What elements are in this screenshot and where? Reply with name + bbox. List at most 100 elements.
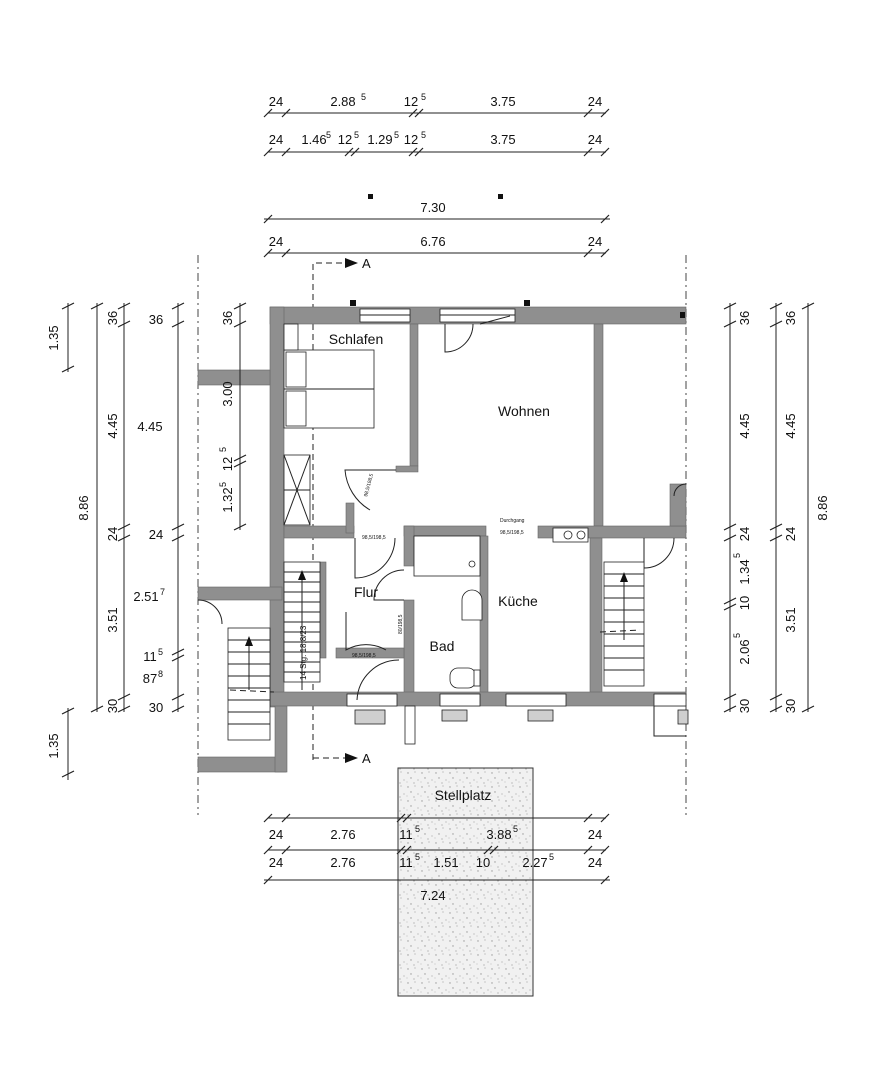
dim-left-c2-e: 30: [105, 699, 120, 713]
dim-left-c4-c-sup: 5: [218, 447, 228, 452]
dim-top-r1-a: 24: [269, 94, 283, 109]
dim-top-r2-e-sup: 5: [421, 130, 426, 140]
dim-right-c1-g: 30: [737, 699, 752, 713]
dim-left-c2-c: 24: [105, 527, 120, 541]
door-label-wc: 98,5/198,5: [352, 653, 376, 659]
dim-top-r2-c-sup: 5: [354, 130, 359, 140]
dim-left-c3-e: 11: [143, 649, 157, 664]
dim-right-total: 8.86: [815, 495, 830, 520]
dim-bottom-r2-a: 24: [269, 855, 283, 870]
dim-bottom-overall: 7.24: [420, 888, 445, 903]
dim-top-r2-e: 12: [404, 132, 418, 147]
dim-right-c1-d-sup: 5: [732, 553, 742, 558]
doors: [197, 315, 687, 737]
dim-left-c2-d: 3.51: [105, 607, 120, 632]
dim-left-c4-d: 1.32: [220, 487, 235, 512]
dim-right-c2-a: 36: [783, 311, 798, 325]
dim-top-r4-c: 24: [588, 234, 602, 249]
dim-top-r1-c-sup: 5: [421, 92, 426, 102]
dim-top-r1-c: 12: [404, 94, 418, 109]
dim-left-c4-b: 3.00: [220, 381, 235, 406]
dim-left-c3-f-sup: 8: [158, 669, 163, 679]
dim-bottom-r2-d: 1.51: [433, 855, 458, 870]
dim-left-c3-b: 4.45: [137, 419, 162, 434]
dim-left-c2-b: 4.45: [105, 413, 120, 438]
dim-top-r2-d: 1.29: [367, 132, 392, 147]
dim-right-c1-c: 24: [737, 527, 752, 541]
door-label-schlafen: 98,5/198,5: [363, 473, 375, 498]
dim-right-c1-f: 2.06: [737, 639, 752, 664]
dim-left-c3-d: 2.51: [133, 589, 158, 604]
dim-right-c1-a: 36: [737, 311, 752, 325]
dim-left-outer-bottom: 1.35: [46, 733, 61, 758]
stairs: 14 Stg. 18,8/23: [227, 561, 645, 741]
dim-bottom-r2-c-sup: 5: [415, 852, 420, 862]
durchgang-label: Durchgang: [500, 518, 525, 524]
door-label-kueche: 98,5/198,5: [500, 530, 524, 536]
dim-left-c3-f: 87: [143, 671, 157, 686]
dim-bottom-r2-e: 10: [476, 855, 490, 870]
dim-bottom-r1-a: 24: [269, 827, 283, 842]
dim-top-r2-a: 24: [269, 132, 283, 147]
dim-bottom-r2-f: 2.27: [522, 855, 547, 870]
dim-left-c3-e-sup: 5: [158, 647, 163, 657]
room-labels: Schlafen Wohnen Flur Küche Bad: [329, 331, 550, 654]
dim-bottom-r2-g: 24: [588, 855, 602, 870]
dim-top-r2-d-sup: 5: [394, 130, 399, 140]
dim-bottom-r1-c-sup: 5: [415, 824, 420, 834]
dim-bottom-r2-f-sup: 5: [549, 852, 554, 862]
dim-right-c2-e: 30: [783, 699, 798, 713]
dim-top-overall: 7.30: [420, 200, 445, 215]
dim-bottom-r2-b: 2.76: [330, 855, 355, 870]
door-label-bad-side: 80/198,5: [398, 614, 404, 634]
door-label-flur: 98,5/198,5: [362, 535, 386, 541]
room-label-flur: Flur: [354, 584, 378, 600]
dim-left-c3-g: 30: [149, 700, 163, 715]
right-dimensions: 36 4.45 24 1.34 5 10 2.06 5 30 36 4.45 2…: [723, 302, 830, 713]
dim-top-r2-f: 3.75: [490, 132, 515, 147]
dim-top-r2-b-sup: 5: [326, 130, 331, 140]
door-annotations: 98,5/198,5 98,5/198,5 80/198,5 98,5/198,…: [352, 473, 525, 659]
bottom-dimensions: 24 2.76 11 5 3.88 5 24 24 2.76 11 5 1.51…: [263, 813, 610, 903]
stair-annotation: 14 Stg. 18,8/23: [299, 625, 308, 680]
windows: [346, 300, 689, 745]
stellplatz-area: Stellplatz: [397, 767, 534, 997]
left-dimensions: 1.35 1.35 8.86 36 4.45 24 3.51 30 36 4.4…: [46, 302, 247, 780]
dim-bottom-r1-c: 11: [399, 827, 413, 842]
dim-top-r2-g: 24: [588, 132, 602, 147]
dim-left-c3-d-sup: 7: [160, 587, 165, 597]
dim-left-total: 8.86: [76, 495, 91, 520]
dim-bottom-r1-e: 24: [588, 827, 602, 842]
room-label-schlafen: Schlafen: [329, 331, 383, 347]
dim-right-c1-f-sup: 5: [732, 633, 742, 638]
room-label-stellplatz: Stellplatz: [435, 787, 492, 803]
section-mark-bottom: A: [362, 751, 371, 766]
dim-left-c4-a: 36: [220, 311, 235, 325]
room-label-bad: Bad: [430, 638, 455, 654]
dim-top-r2-b: 1.46: [301, 132, 326, 147]
dim-top-r1-b: 2.88: [330, 94, 355, 109]
room-label-wohnen: Wohnen: [498, 403, 550, 419]
section-mark-top: A: [362, 256, 371, 271]
dim-left-outer-top: 1.35: [46, 325, 61, 350]
dim-bottom-r2-c: 11: [399, 855, 413, 870]
dim-left-c3-a: 36: [149, 312, 163, 327]
dim-right-c2-b: 4.45: [783, 413, 798, 438]
dim-top-r1-e: 24: [588, 94, 602, 109]
dim-right-c2-d: 3.51: [783, 607, 798, 632]
dim-top-r1-d: 3.75: [490, 94, 515, 109]
dim-right-c1-b: 4.45: [737, 413, 752, 438]
dim-left-c3-c: 24: [149, 527, 163, 542]
dim-right-c1-e: 10: [737, 596, 752, 610]
dim-top-r4-b: 6.76: [420, 234, 445, 249]
dim-right-c2-c: 24: [783, 527, 798, 541]
dim-top-r2-c: 12: [338, 132, 352, 147]
dim-top-r1-b-sup: 5: [361, 92, 366, 102]
fixtures: [283, 323, 589, 689]
dim-left-c4-d-sup: 5: [218, 482, 228, 487]
dim-left-c4-c: 12: [220, 457, 235, 471]
dim-right-c1-d: 1.34: [737, 559, 752, 584]
dim-bottom-r1-d-sup: 5: [513, 824, 518, 834]
dim-bottom-r1-d: 3.88: [486, 827, 511, 842]
